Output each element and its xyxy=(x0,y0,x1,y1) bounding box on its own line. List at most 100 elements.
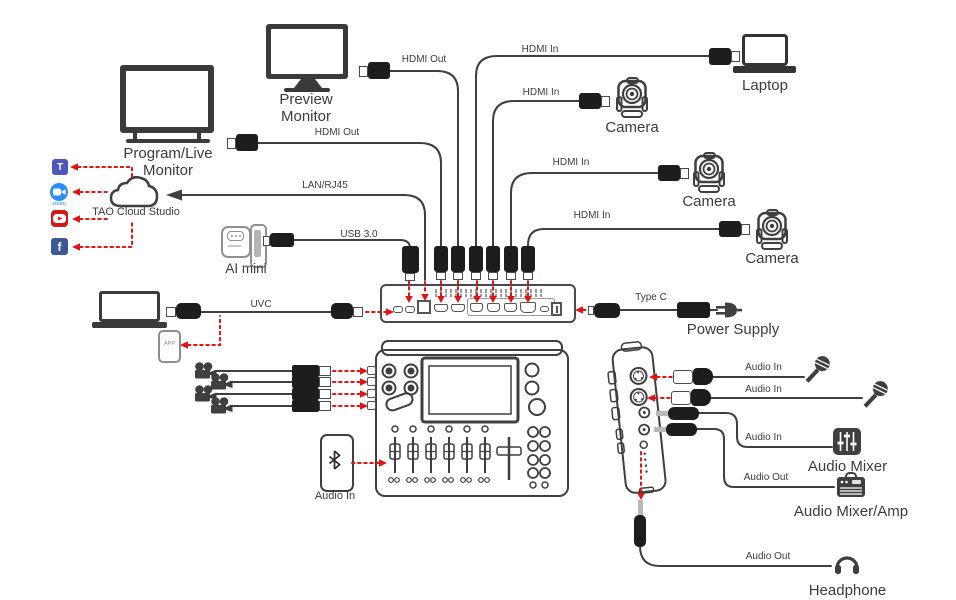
hdmi-plug-vertical-3 xyxy=(469,246,483,272)
app-phone-icon: APP xyxy=(158,330,181,363)
laptop-label: Laptop xyxy=(742,77,788,94)
usbc-plug-switcher-tip xyxy=(353,307,363,317)
hdmi-plug-camera1 xyxy=(579,93,601,109)
hdmi-plug-vertical-2 xyxy=(451,246,465,272)
tally-plug-3 xyxy=(292,388,319,400)
hdmi-in-camera3-label: HDMI In xyxy=(573,210,611,221)
hdmi-plug-program-tip xyxy=(227,138,236,149)
audio-mixer-amp-label: Audio Mixer/Amp xyxy=(793,503,909,520)
aux-plug-2 xyxy=(666,422,697,436)
usbc-plug-switcher xyxy=(331,303,353,319)
usb3-port xyxy=(405,306,415,313)
tally-plug-2-tip xyxy=(319,377,331,387)
headphone-audio-out-label: Audio Out xyxy=(745,551,791,562)
hdmi-in-camera1-label: HDMI In xyxy=(522,87,560,98)
hdmi-plug-preview-tip xyxy=(359,66,368,77)
tally-port-2 xyxy=(367,377,376,386)
hdmi-plug-vertical-6 xyxy=(521,246,535,272)
teams-icon: T xyxy=(52,159,68,175)
hdmi-out-preview-label: HDMI Out xyxy=(401,54,447,65)
hdmi-in-port-1 xyxy=(470,303,483,312)
usbc-plug-laptop xyxy=(176,303,201,319)
preview-monitor-label: Preview Monitor xyxy=(279,91,333,126)
xlr-plug-2 xyxy=(691,389,711,406)
usb3-cable xyxy=(293,239,411,249)
tally-cables xyxy=(215,370,294,407)
tally-plug-1-tip xyxy=(319,366,331,376)
rj45-lan-port xyxy=(417,300,431,314)
xlr-plug-2-shell xyxy=(671,391,691,405)
power-brick-icon xyxy=(677,302,710,318)
hdmi-plug-camera3-tip xyxy=(741,224,750,235)
ai-mini-label: AI mini xyxy=(225,261,267,276)
xlr-port-2 xyxy=(629,388,648,407)
hdmi-plug-vertical-5-tip xyxy=(506,272,516,280)
aux-in-port xyxy=(638,406,651,419)
hdmi-in-cable-camera2 xyxy=(510,172,660,249)
lan-arrowhead xyxy=(166,189,182,201)
xlr-plug-1-shell xyxy=(673,370,693,384)
touchscreen xyxy=(428,365,512,415)
hdmi-plug-vertical-6-tip xyxy=(523,272,533,280)
mixer-audio-in-label: Audio In xyxy=(745,432,782,443)
usb-plug-aimini-tip xyxy=(263,236,270,246)
program-monitor-label: Program/Live Monitor xyxy=(123,145,213,180)
hdmi-out-port-1 xyxy=(434,304,448,312)
typec-plug xyxy=(594,303,620,318)
vent-strip xyxy=(435,294,545,297)
headphone-label: Headphone xyxy=(808,582,887,599)
tally-port-1 xyxy=(367,366,376,375)
audio-faders xyxy=(389,437,491,473)
teams-glyph: T xyxy=(56,161,64,173)
hdmi-plug-vertical-1 xyxy=(434,246,448,272)
headphone-cable xyxy=(639,545,832,567)
hdmi-in-port-3 xyxy=(504,303,517,312)
tally-plug-3-tip xyxy=(319,389,331,399)
tao-cloud-label: TAO Cloud Studio xyxy=(92,206,180,218)
hdmi-out-program-label: HDMI Out xyxy=(314,127,360,138)
mic-port xyxy=(540,306,549,312)
hdmi-in-cable-camera3 xyxy=(527,228,721,250)
headphone-jack xyxy=(634,515,646,547)
touchscreen-frame xyxy=(420,356,520,424)
hdmi-plug-vertical-5 xyxy=(504,246,518,272)
hdmi-plug-camera2 xyxy=(658,165,680,181)
typec-cable-label: Type C xyxy=(635,292,667,303)
hdmi-out-cable-program xyxy=(256,142,442,249)
hdmi-plug-camera3 xyxy=(719,221,741,237)
right-button-grid xyxy=(527,426,551,489)
usb-plug-aimini xyxy=(270,233,294,247)
lan-cable-label: LAN/RJ45 xyxy=(302,180,348,191)
hdmi-plug-program xyxy=(236,134,258,151)
aux-plug-2-tip xyxy=(654,426,666,432)
hdmi-plug-laptop xyxy=(709,48,731,65)
tally-plug-1 xyxy=(292,365,319,377)
bottom-led-row xyxy=(388,477,490,483)
hdmi-plug-preview xyxy=(368,62,390,79)
usb-plug-vertical-tip xyxy=(405,273,415,281)
bluetooth-device-icon xyxy=(320,434,354,492)
youtube-icon xyxy=(51,210,68,227)
hdmi-plug-vertical-1-tip xyxy=(436,272,446,280)
aux-plug-1-tip xyxy=(656,410,668,416)
hdmi-plug-vertical-4-tip xyxy=(488,272,498,280)
tally-plug-4 xyxy=(292,400,319,412)
t-bar xyxy=(496,437,522,480)
mic1-audio-in-label: Audio In xyxy=(745,362,782,373)
camera-3-label: Camera xyxy=(745,250,799,267)
zoom-caption: zoom xyxy=(52,201,66,207)
amp-audio-out-label: Audio Out xyxy=(743,472,789,483)
hdmi-in-camera2-label: HDMI In xyxy=(552,157,590,168)
usb3-cable-label: USB 3.0 xyxy=(340,229,378,240)
wall-plug-icon xyxy=(716,302,742,318)
hdmi-plug-vertical-2-tip xyxy=(453,272,463,280)
vent-strip xyxy=(435,289,545,293)
hdmi-plug-camera1-tip xyxy=(601,96,610,107)
source-knobs xyxy=(381,363,419,396)
hdmi-in-cable-laptop xyxy=(475,55,710,249)
app-phone-label: APP xyxy=(163,341,175,347)
hdmi-in-cable-camera1 xyxy=(492,100,581,249)
menu-knob xyxy=(528,398,546,416)
